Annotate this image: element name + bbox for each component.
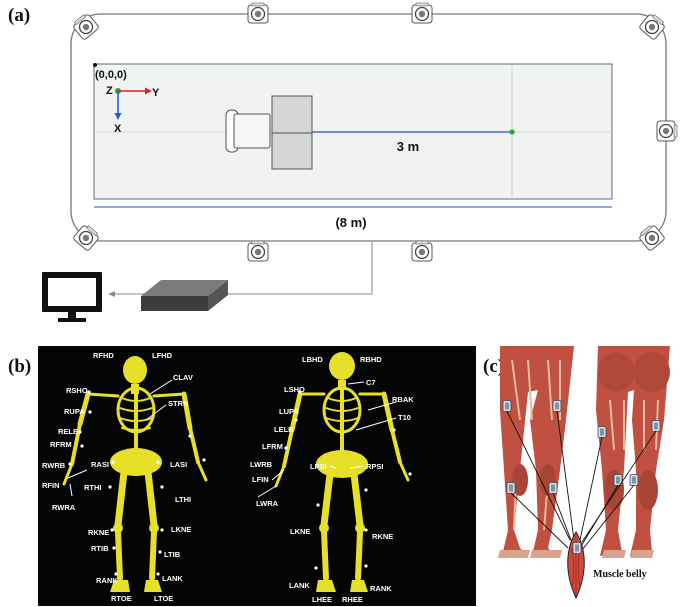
marker-label: T10 bbox=[398, 413, 411, 422]
leg-muscles-back-icon bbox=[596, 346, 670, 558]
muscle-belly-icon bbox=[567, 531, 585, 600]
emg-sensor-icon bbox=[597, 426, 607, 438]
marker-leader-lines bbox=[67, 379, 397, 498]
walkway-floor bbox=[93, 63, 613, 200]
marker-label: LKNE bbox=[290, 527, 310, 536]
emg-sensor-icon bbox=[552, 400, 562, 412]
marker-label: LPSI bbox=[310, 462, 327, 471]
walkway-length-label: 3 m bbox=[397, 139, 419, 154]
marker-label: LELB bbox=[274, 425, 294, 434]
marker-label: LTIB bbox=[164, 550, 181, 559]
marker-label: RSHO bbox=[66, 386, 88, 395]
marker-label: RBAK bbox=[392, 395, 414, 404]
motion-camera-icon bbox=[247, 2, 269, 24]
motion-camera-icon bbox=[70, 11, 101, 41]
marker-label: RWRB bbox=[42, 461, 66, 470]
marker-label: RPSI bbox=[366, 462, 384, 471]
marker-label: RASI bbox=[91, 460, 109, 469]
marker-label: LFRM bbox=[262, 442, 283, 451]
marker-label: LTHI bbox=[175, 495, 191, 504]
sensor-leader-lines bbox=[506, 410, 657, 551]
marker-label: LSHO bbox=[284, 385, 305, 394]
marker-labels-back: LBHD RBHD C7 LSHO RBAK LUPA T10 LELB LFR… bbox=[250, 355, 414, 604]
emg-sensor-icon bbox=[629, 474, 639, 486]
origin-label: (0,0,0) bbox=[95, 69, 127, 81]
marker-label: RTIB bbox=[91, 544, 109, 553]
marker-label: RFRM bbox=[50, 440, 72, 449]
axis-y-label: Y bbox=[152, 87, 160, 99]
leg-muscles-front-icon bbox=[498, 346, 574, 558]
emg-sensor-icon bbox=[502, 400, 512, 412]
cable-line bbox=[112, 241, 373, 295]
marker-labels-front: RFHD LFHD CLAV RSHO STRN RUPA RELB RFRM … bbox=[42, 351, 193, 603]
marker-label: RTOE bbox=[111, 594, 132, 603]
marker-label: RANK bbox=[96, 576, 118, 585]
acquisition-box-icon bbox=[141, 280, 228, 311]
marker-label: RFHD bbox=[93, 351, 114, 360]
marker-label: RKNE bbox=[372, 532, 393, 541]
axis-x-label: X bbox=[114, 123, 122, 135]
panel-b-label: (b) bbox=[8, 356, 31, 377]
skeleton-front-icon bbox=[62, 356, 208, 592]
marker-label: RUPA bbox=[64, 407, 85, 416]
panel-a-label: (a) bbox=[8, 5, 30, 26]
marker-label: LWRA bbox=[256, 499, 279, 508]
marker-label: LUPA bbox=[279, 407, 299, 416]
marker-label: LTOE bbox=[154, 594, 173, 603]
motion-camera-icon bbox=[637, 11, 668, 41]
room-length-label: (8 m) bbox=[335, 215, 366, 230]
marker-label: RKNE bbox=[88, 528, 109, 537]
axis-z-label: Z bbox=[106, 85, 113, 97]
marker-label: LBHD bbox=[302, 355, 323, 364]
walk-end-dot bbox=[509, 129, 515, 135]
marker-label: LANK bbox=[162, 574, 183, 583]
motion-camera-icon bbox=[247, 240, 269, 262]
marker-label: LKNE bbox=[171, 525, 191, 534]
marker-label: CLAV bbox=[173, 373, 193, 382]
emg-sensor-icon bbox=[506, 482, 516, 494]
marker-label: STRN bbox=[168, 399, 188, 408]
marker-label: LFHD bbox=[152, 351, 173, 360]
panel-c-label: (c) bbox=[483, 356, 504, 377]
marker-label: RANK bbox=[370, 584, 392, 593]
monitor-icon bbox=[42, 272, 102, 322]
panel-b-background bbox=[38, 346, 476, 606]
motion-camera-icon bbox=[656, 120, 678, 142]
skeleton-back-icon bbox=[274, 352, 410, 592]
marker-label: LWRB bbox=[250, 460, 273, 469]
marker-label: LASI bbox=[170, 460, 187, 469]
marker-label: LHEE bbox=[312, 595, 332, 604]
marker-label: RTHI bbox=[84, 483, 102, 492]
motion-camera-icon bbox=[71, 222, 102, 252]
marker-label: RBHD bbox=[360, 355, 382, 364]
motion-camera-icon bbox=[411, 2, 433, 24]
treadmill-icon bbox=[225, 95, 313, 170]
emg-sensor-icon bbox=[572, 542, 582, 554]
muscle-belly-label: Muscle belly bbox=[593, 569, 647, 580]
emg-sensor-icon bbox=[651, 420, 661, 432]
motion-camera-icon bbox=[411, 240, 433, 262]
marker-label: LANK bbox=[289, 581, 310, 590]
marker-label: RELB bbox=[58, 427, 79, 436]
marker-label: RFIN bbox=[42, 481, 60, 490]
marker-label: RHEE bbox=[342, 595, 363, 604]
emg-sensor-icon bbox=[548, 482, 558, 494]
marker-label: LFIN bbox=[252, 475, 269, 484]
marker-label: C7 bbox=[366, 378, 376, 387]
marker-label: RWRA bbox=[52, 503, 76, 512]
marker-dots bbox=[68, 390, 412, 576]
